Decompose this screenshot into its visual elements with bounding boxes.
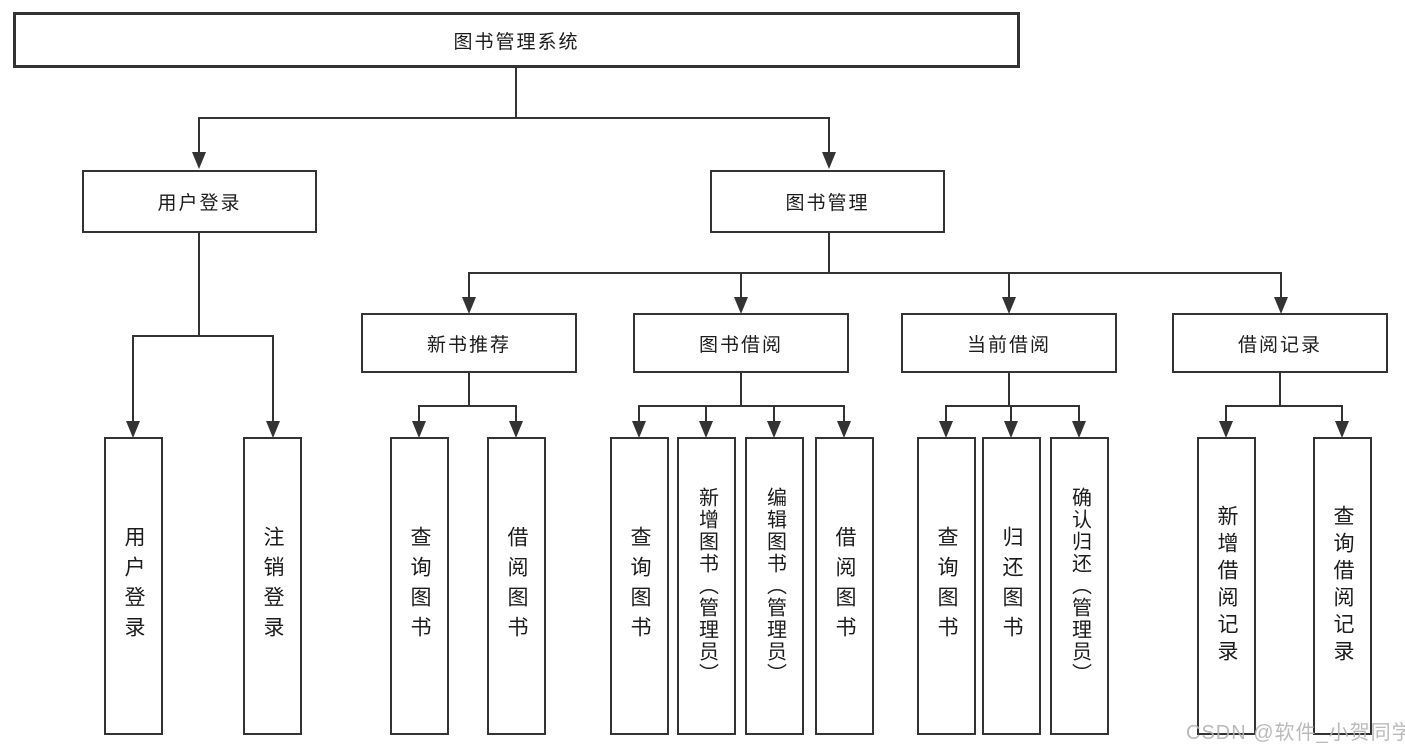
- node-current-borrow-label: 当前借阅: [966, 334, 1051, 356]
- watermark: CSDN @软件_小贺同学: [1186, 722, 1405, 744]
- arrowhead-down-icon: [266, 421, 280, 438]
- leaf-edit-books-admin-label: 编辑图书（管理员）: [763, 487, 786, 685]
- node-book-management-label: 图书管理: [785, 193, 870, 214]
- connector-line: [198, 117, 200, 154]
- leaf-query-borrow-record: 查询借阅记录: [1313, 437, 1372, 735]
- leaf-return-books: 归还图书: [982, 437, 1041, 735]
- leaf-return-books-label: 归还图书: [1000, 526, 1023, 646]
- arrowhead-down-icon: [1004, 421, 1018, 438]
- leaf-query-books-recommend: 查询图书: [390, 437, 449, 735]
- connector-line: [1341, 405, 1343, 422]
- node-new-book-recommend-label: 新书推荐: [426, 334, 511, 356]
- connector-line: [945, 405, 947, 422]
- connector-line: [198, 117, 830, 119]
- connector-line: [418, 405, 420, 422]
- leaf-query-books-current-label: 查询图书: [935, 526, 958, 646]
- connector-line: [638, 405, 845, 407]
- arrowhead-down-icon: [412, 421, 426, 438]
- leaf-borrow-books: 借阅图书: [815, 437, 874, 735]
- connector-line: [740, 272, 742, 299]
- leaf-add-books-admin-label: 新增图书（管理员）: [695, 487, 718, 685]
- connector-line: [1010, 405, 1012, 422]
- arrowhead-down-icon: [1335, 421, 1349, 438]
- node-user-login-label: 用户登录: [157, 193, 242, 214]
- connector-line: [828, 233, 830, 272]
- leaf-query-borrow-record-label: 查询借阅记录: [1331, 505, 1354, 667]
- connector-line: [132, 335, 134, 422]
- node-user-login: 用户登录: [82, 170, 317, 233]
- node-current-borrow: 当前借阅: [901, 313, 1117, 373]
- leaf-query-books-borrow: 查询图书: [610, 437, 669, 735]
- leaf-user-login-label: 用户登录: [122, 526, 145, 646]
- arrowhead-down-icon: [734, 297, 748, 314]
- arrowhead-down-icon: [939, 421, 953, 438]
- leaf-confirm-return-admin-label: 确认归还（管理员）: [1068, 487, 1091, 685]
- connector-line: [468, 272, 470, 299]
- arrowhead-down-icon: [1002, 297, 1016, 314]
- node-new-book-recommend: 新书推荐: [361, 313, 577, 373]
- connector-line: [198, 233, 200, 335]
- node-borrow-record-label: 借阅记录: [1237, 334, 1322, 356]
- connector-line: [272, 335, 274, 422]
- connector-line: [1280, 272, 1282, 299]
- node-book-borrow: 图书借阅: [633, 313, 849, 373]
- connector-line: [843, 405, 845, 422]
- connector-line: [1008, 272, 1010, 299]
- node-book-management: 图书管理: [710, 170, 945, 233]
- connector-line: [705, 405, 707, 422]
- connector-line: [132, 335, 274, 337]
- connector-line: [515, 405, 517, 422]
- node-root-label: 图书管理系统: [453, 31, 580, 53]
- leaf-edit-books-admin: 编辑图书（管理员）: [745, 437, 804, 735]
- arrowhead-down-icon: [1219, 421, 1233, 438]
- connector-line: [638, 405, 640, 422]
- connector-line: [828, 117, 830, 154]
- connector-line: [1078, 405, 1080, 422]
- leaf-logout-label: 注销登录: [261, 526, 284, 646]
- leaf-query-books-current: 查询图书: [917, 437, 976, 735]
- leaf-borrow-books-recommend: 借阅图书: [487, 437, 546, 735]
- arrowhead-down-icon: [462, 297, 476, 314]
- node-book-borrow-label: 图书借阅: [698, 334, 783, 356]
- connector-line: [945, 405, 1080, 407]
- node-borrow-record: 借阅记录: [1172, 313, 1388, 373]
- node-root: 图书管理系统: [13, 12, 1020, 68]
- leaf-add-borrow-record-label: 新增借阅记录: [1215, 505, 1238, 667]
- arrowhead-down-icon: [509, 421, 523, 438]
- connector-line: [1225, 405, 1343, 407]
- arrowhead-down-icon: [837, 421, 851, 438]
- leaf-add-books-admin: 新增图书（管理员）: [677, 437, 736, 735]
- leaf-confirm-return-admin: 确认归还（管理员）: [1050, 437, 1109, 735]
- arrowhead-down-icon: [632, 421, 646, 438]
- arrowhead-down-icon: [1274, 297, 1288, 314]
- arrowhead-down-icon: [699, 421, 713, 438]
- connector-line: [740, 373, 742, 405]
- leaf-logout: 注销登录: [243, 437, 302, 735]
- connector-line: [1225, 405, 1227, 422]
- connector-line: [1008, 373, 1010, 405]
- leaf-user-login: 用户登录: [104, 437, 163, 735]
- arrowhead-down-icon: [767, 421, 781, 438]
- leaf-query-books-borrow-label: 查询图书: [628, 526, 651, 646]
- leaf-borrow-books-recommend-label: 借阅图书: [505, 526, 528, 646]
- connector-line: [773, 405, 775, 422]
- connector-line: [418, 405, 517, 407]
- arrowhead-down-icon: [192, 152, 206, 169]
- connector-line: [515, 68, 517, 117]
- connector-line: [468, 272, 1282, 274]
- connector-line: [468, 373, 470, 405]
- leaf-add-borrow-record: 新增借阅记录: [1197, 437, 1256, 735]
- arrowhead-down-icon: [1072, 421, 1086, 438]
- leaf-borrow-books-label: 借阅图书: [833, 526, 856, 646]
- connector-line: [1279, 373, 1281, 405]
- arrowhead-down-icon: [822, 152, 836, 169]
- leaf-query-books-recommend-label: 查询图书: [408, 526, 431, 646]
- arrowhead-down-icon: [126, 421, 140, 438]
